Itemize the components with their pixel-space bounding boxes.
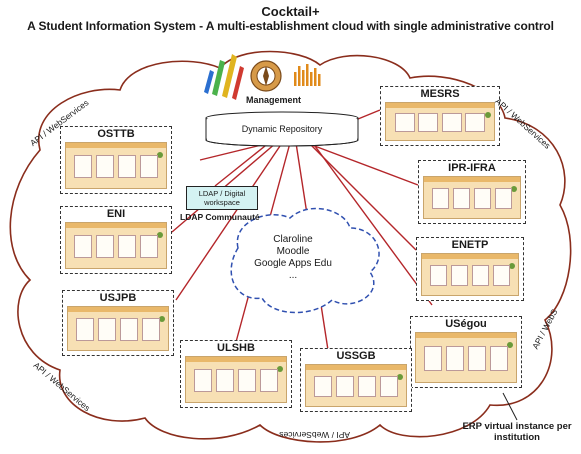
institution-panel-ulshb: ULSHB bbox=[180, 340, 292, 408]
institution-panel-usjpb: USJPB bbox=[62, 290, 174, 356]
repository-cylinder bbox=[205, 111, 359, 147]
repository-label: Dynamic Repository bbox=[241, 124, 323, 134]
institution-label: USégou bbox=[445, 318, 487, 330]
institution-label: ENI bbox=[106, 208, 126, 220]
erp-screenshot bbox=[423, 176, 521, 219]
erp-screenshot bbox=[305, 364, 407, 407]
diagram-subtitle: A Student Information System - A multi-e… bbox=[27, 19, 554, 33]
erp-screenshot bbox=[415, 332, 517, 383]
erp-screenshot bbox=[185, 356, 287, 403]
institution-panel-mesrs: MESRS bbox=[380, 86, 500, 146]
compass-icon bbox=[250, 60, 282, 92]
institution-label: IPR-IFRA bbox=[448, 162, 496, 174]
institution-label: USJPB bbox=[99, 292, 137, 304]
diagram-title: Cocktail+ bbox=[261, 4, 320, 19]
management-label: Management bbox=[246, 95, 302, 105]
institution-label: ULSHB bbox=[217, 342, 255, 354]
institution-panel-eni: ENI bbox=[60, 206, 172, 274]
erp-screenshot bbox=[65, 222, 167, 269]
institution-panel-osttb: OSTTB bbox=[60, 126, 172, 194]
institution-panel-enetp: ENETP bbox=[416, 237, 524, 301]
tool-google-apps: Google Apps Edu bbox=[254, 258, 332, 269]
erp-screenshot bbox=[65, 142, 167, 189]
tool-moodle: Moodle bbox=[276, 246, 310, 257]
tool-claroline: Claroline bbox=[273, 234, 313, 245]
institution-label: USSGB bbox=[336, 350, 376, 362]
institution-panel-usegou: USégou bbox=[410, 316, 522, 388]
institution-label: ENETP bbox=[451, 239, 489, 251]
institution-label: MESRS bbox=[420, 88, 460, 100]
ldap-caption: LDAP Communauté bbox=[180, 212, 260, 222]
erp-screenshot bbox=[421, 253, 519, 296]
api-label-bottom: API / WebServices bbox=[279, 430, 350, 440]
institution-panel-ipr-ifra: IPR-IFRA bbox=[418, 160, 526, 224]
erp-screenshot bbox=[67, 306, 169, 351]
equalizer-icon bbox=[294, 64, 321, 86]
erp-pointer bbox=[502, 392, 518, 421]
erp-screenshot bbox=[385, 102, 495, 141]
connector-lines bbox=[171, 109, 433, 351]
institution-label: OSTTB bbox=[97, 128, 135, 140]
bar-chart-icon bbox=[204, 54, 244, 100]
institution-panel-ussgb: USSGB bbox=[300, 348, 412, 412]
tools-cloud bbox=[230, 207, 380, 314]
ldap-box: LDAP / Digital workspace bbox=[186, 186, 258, 210]
erp-note: ERP virtual instance per institution bbox=[462, 421, 572, 443]
tool-more: ... bbox=[288, 270, 298, 281]
